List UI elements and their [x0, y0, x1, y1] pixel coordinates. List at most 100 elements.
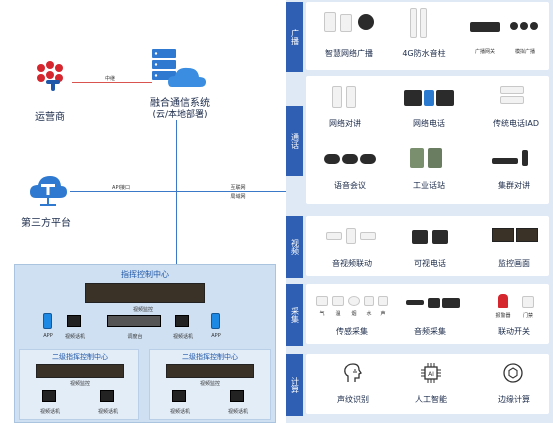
camera-3	[360, 232, 376, 240]
audio-device-1	[406, 300, 424, 305]
waterproof-column	[410, 8, 417, 38]
collect-small-3: 烟	[351, 311, 357, 317]
voiceprint-icon	[342, 362, 364, 384]
intercom-2	[346, 86, 356, 108]
conference-phone-3	[360, 154, 376, 164]
access-switch	[522, 296, 534, 308]
operator-label: 运营商	[35, 112, 65, 123]
section-compute: 计算 声纹识别 AI 人工智能 边缘计算	[286, 354, 553, 416]
compute-item-2: 人工智能	[415, 395, 447, 404]
video-phone-label-left: 视频话机	[64, 334, 85, 340]
call-item-4: 语音会议	[334, 181, 366, 190]
monitor-screen-1	[492, 228, 514, 242]
section-collect: 采集 气 温 烟 水 声 传感采集 音频采集 报警器 门禁 联动开关	[286, 284, 553, 346]
command-center-box: 指挥控制中心 视频监控 APP 视频话机 调度台 视频话机 APP 二级指挥控制…	[14, 264, 276, 423]
collect-small-4: 水	[366, 311, 372, 317]
api-line	[70, 191, 286, 192]
main-center-title: 指挥控制中心	[121, 270, 169, 279]
network-broadcast-device-2	[340, 14, 352, 32]
video-item-2: 可视电话	[414, 259, 446, 268]
conference-phone-2	[342, 154, 358, 164]
audio-device-3	[442, 298, 460, 308]
analog-speaker-1	[510, 22, 518, 30]
app-label-left: APP	[43, 333, 53, 339]
sub1-video-monitor-label: 视频监控	[69, 381, 90, 387]
tab-compute: 计算	[286, 354, 303, 416]
internet-label-2: 局域网	[230, 194, 246, 200]
tab-video-label: 视频	[290, 239, 300, 255]
card-collect: 气 温 烟 水 声 传感采集 音频采集 报警器 门禁 联动开关	[306, 284, 549, 344]
broadcast-gateway	[470, 22, 500, 32]
smoke-sensor	[348, 296, 360, 306]
card-compute: 声纹识别 AI 人工智能 边缘计算	[306, 354, 549, 414]
broadcast-item-1: 智慧网络广播	[325, 49, 373, 58]
video-item-3: 监控画面	[498, 259, 530, 268]
network-broadcast-device	[324, 12, 336, 32]
svg-text:AI: AI	[428, 371, 434, 378]
broadcast-item-4: 模拟广播	[514, 49, 535, 55]
app-phone-left	[43, 313, 52, 329]
compute-item-1: 声纹识别	[337, 395, 369, 404]
iad-device	[500, 86, 524, 94]
call-item-3: 传统电话IAD	[493, 119, 539, 128]
temp-sensor	[332, 296, 344, 306]
card-video: 音视频联动 可视电话 监控画面	[306, 216, 549, 276]
ip-phone-3	[436, 90, 454, 106]
gas-sensor	[316, 296, 328, 306]
analog-speaker-2	[520, 22, 528, 30]
section-call: 通话 网络对讲 网络电话 传统电话IAD 语音会议 工业话站 集群对讲	[286, 76, 553, 206]
horn-speaker	[358, 14, 374, 30]
collect-small-5: 声	[380, 311, 386, 317]
water-sensor	[364, 296, 374, 306]
compute-item-3: 边缘计算	[498, 395, 530, 404]
sub2-video-wall	[166, 364, 254, 378]
device-panel: 广播 智慧网络广播 4G防水音柱 广播网关 模拟广播 通话 网络对讲 网络	[286, 0, 553, 423]
collect-small-1: 气	[319, 311, 325, 317]
call-item-6: 集群对讲	[498, 181, 530, 190]
card-broadcast: 智慧网络广播 4G防水音柱 广播网关 模拟广播	[306, 2, 549, 70]
alarm-light	[498, 294, 508, 308]
video-wall	[85, 283, 205, 303]
system-label-2: (云/本地部署)	[152, 110, 208, 120]
server-cloud-icon	[150, 47, 210, 95]
third-party-cloud-icon	[28, 170, 68, 210]
ip-phone-1	[404, 90, 422, 106]
intercom-1	[332, 86, 342, 108]
ai-chip-icon: AI	[420, 362, 442, 384]
call-item-2: 网络电话	[413, 119, 445, 128]
video-phone-left	[67, 315, 81, 327]
sub1-video-wall	[36, 364, 124, 378]
main-video-monitor-label: 视频监控	[132, 307, 153, 313]
tab-collect: 采集	[286, 284, 303, 346]
api-label: API接口	[112, 185, 130, 191]
system-label-1: 融合通信系统	[150, 98, 210, 109]
sub-center-1: 二级指挥控制中心 视频监控 视频话机 视频话机	[19, 349, 139, 420]
dispatch-desk-label: 调度台	[127, 334, 143, 340]
waterproof-column-2	[420, 8, 427, 38]
call-item-1: 网络对讲	[329, 119, 361, 128]
analog-speaker-3	[530, 22, 538, 30]
camera-2	[346, 228, 356, 244]
sub1-video-phone-label-left: 视频话机	[39, 409, 60, 415]
sub2-pc-left	[172, 390, 186, 402]
china-unicom-logo	[32, 60, 68, 92]
section-video: 视频 音视频联动 可视电话 监控画面	[286, 216, 553, 278]
video-phone-2	[432, 230, 448, 244]
industrial-station-2	[428, 148, 442, 168]
industrial-station-1	[410, 148, 424, 168]
sub2-video-phone-label-right: 视频话机	[227, 409, 248, 415]
tab-broadcast: 广播	[286, 2, 303, 72]
sound-sensor	[378, 296, 388, 306]
conference-phone-1	[324, 154, 340, 164]
collect-small-7: 门禁	[522, 313, 533, 319]
section-broadcast: 广播 智慧网络广播 4G防水音柱 广播网关 模拟广播	[286, 2, 553, 72]
camera-1	[326, 232, 342, 240]
tab-collect-label: 采集	[290, 307, 300, 323]
third-party-label: 第三方平台	[21, 218, 71, 229]
app-phone-right	[211, 313, 220, 329]
sub1-title: 二级指挥控制中心	[52, 353, 108, 361]
card-call: 网络对讲 网络电话 传统电话IAD 语音会议 工业话站 集群对讲	[306, 76, 549, 204]
video-phone-1	[412, 230, 428, 244]
audio-device-2	[428, 298, 440, 308]
tab-call: 通话	[286, 106, 303, 176]
